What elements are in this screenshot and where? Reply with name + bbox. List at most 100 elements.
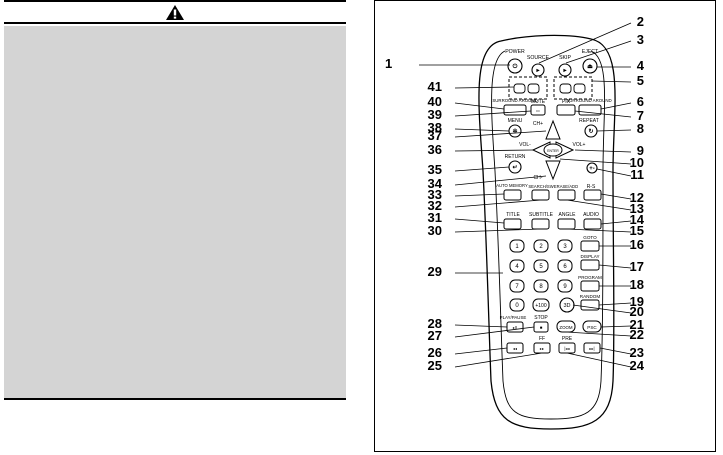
digit-label-4: 4 xyxy=(515,264,519,270)
search-sw-button[interactable] xyxy=(531,189,550,201)
psc-button[interactable] xyxy=(582,320,602,333)
remote-body xyxy=(478,34,616,430)
callout-number-25: 25 xyxy=(428,358,442,373)
digit-button-8[interactable] xyxy=(533,279,549,293)
psc-label: PSC xyxy=(587,325,597,330)
return-button-glyph: ↵ xyxy=(512,165,517,171)
callout-line-38 xyxy=(454,128,510,132)
mute-button[interactable] xyxy=(530,104,546,116)
mode-button-3[interactable] xyxy=(559,83,572,94)
callout-line-13 xyxy=(566,199,632,211)
erase-add-button[interactable] xyxy=(557,189,576,201)
callout-line-8 xyxy=(596,129,632,132)
plus-minus-button[interactable] xyxy=(586,162,598,174)
digit-label-5: 5 xyxy=(539,264,543,270)
mode-button-4[interactable] xyxy=(573,83,586,94)
auto-memory-label: AUTO MEMORY xyxy=(496,183,528,188)
mute-label: MUTE xyxy=(531,99,546,105)
repeat-label: REPEAT xyxy=(579,118,599,124)
audio-button[interactable] xyxy=(583,218,602,230)
callout-number-35: 35 xyxy=(428,162,442,177)
digit-button-5[interactable] xyxy=(533,259,549,273)
digit-button-4[interactable] xyxy=(509,259,525,273)
power-button[interactable] xyxy=(507,58,523,74)
menu-label: MENU xyxy=(508,118,523,124)
eject-button[interactable] xyxy=(582,58,598,74)
mode-button-2[interactable] xyxy=(527,83,540,94)
callout-line-37 xyxy=(454,130,547,138)
rs-label: R-S xyxy=(587,184,596,190)
title-button[interactable] xyxy=(503,218,522,230)
callout-number-41: 41 xyxy=(428,79,442,94)
digit-button-3[interactable] xyxy=(557,239,573,253)
callout-number-23: 23 xyxy=(630,345,644,360)
digit-label-2: 2 xyxy=(539,244,543,250)
display-label: DISPLAY xyxy=(580,254,599,259)
digit-button-6[interactable] xyxy=(557,259,573,273)
program-button[interactable] xyxy=(580,280,600,292)
play-pause-button-text: ▸Ⅱ xyxy=(513,325,517,330)
mode-button-1[interactable] xyxy=(513,83,526,94)
display-button[interactable] xyxy=(580,259,600,271)
goto-button[interactable] xyxy=(580,240,600,252)
digit-label-9: 9 xyxy=(563,284,567,290)
callout-line-33 xyxy=(454,193,505,197)
erase-add-label: ERASE/ADD xyxy=(554,184,578,189)
pix-button[interactable] xyxy=(556,104,576,116)
rewind-button-text: ◂◂ xyxy=(513,346,517,351)
callout-number-33: 33 xyxy=(428,187,442,202)
angle-button[interactable] xyxy=(557,218,576,230)
subtitle-button[interactable] xyxy=(531,218,550,230)
callout-line-32 xyxy=(454,199,542,208)
stop-button-text: ■ xyxy=(540,325,543,330)
enter-button[interactable] xyxy=(543,143,563,157)
return-label: RETURN xyxy=(505,154,526,160)
digit-button-0[interactable] xyxy=(509,298,525,312)
skip-button-glyph: ▸ xyxy=(562,68,567,74)
ff-button-text: ▸▸ xyxy=(540,346,544,351)
callout-line-35 xyxy=(454,166,510,172)
callout-number-40: 40 xyxy=(428,94,442,109)
callout-number-30: 30 xyxy=(428,223,442,238)
power-button-glyph: ⏻ xyxy=(513,63,518,70)
warning-triangle-icon xyxy=(166,5,184,20)
repeat-button-glyph: ↻ xyxy=(588,128,593,135)
callout-line-6 xyxy=(600,102,632,110)
plus100-label: +100 xyxy=(535,303,546,309)
callout-number-17: 17 xyxy=(630,259,644,274)
callout-number-26: 26 xyxy=(428,345,442,360)
surround-button-left[interactable] xyxy=(503,104,527,116)
callout-line-22 xyxy=(565,331,632,337)
plus100-button[interactable] xyxy=(532,298,550,312)
title-label: TITLE xyxy=(506,212,520,218)
skip-button[interactable] xyxy=(558,63,572,77)
callout-line-31 xyxy=(454,218,505,224)
source-button[interactable] xyxy=(531,63,545,77)
ch-down-button[interactable] xyxy=(545,160,561,181)
callout-number-36: 36 xyxy=(428,142,442,157)
callout-line-25 xyxy=(454,352,543,368)
digit-button-9[interactable] xyxy=(557,279,573,293)
rs-button[interactable] xyxy=(583,189,602,201)
pre-button-text: |◂◂ xyxy=(564,346,569,351)
3d-label: 3D xyxy=(563,303,570,309)
digit-button-1[interactable] xyxy=(509,239,525,253)
search-sw-label: SEARCH/SW xyxy=(528,184,553,189)
digit-button-7[interactable] xyxy=(509,279,525,293)
callout-line-17 xyxy=(598,264,632,269)
audio-label: AUDIO xyxy=(583,212,599,218)
callout-line-10 xyxy=(559,158,632,165)
digit-button-2[interactable] xyxy=(533,239,549,253)
callout-number-20: 20 xyxy=(630,304,644,319)
callout-number-34: 34 xyxy=(428,176,443,191)
callout-number-31: 31 xyxy=(428,210,442,225)
callout-number-9: 9 xyxy=(637,143,644,158)
surround-label-right: SURROUND AROUND xyxy=(566,98,611,103)
callout-line-34 xyxy=(454,175,547,186)
ch-up-button[interactable] xyxy=(545,119,561,140)
auto-memory-button[interactable] xyxy=(503,189,522,201)
warning-header xyxy=(4,0,346,24)
surround-button-right[interactable] xyxy=(578,104,602,116)
random-label: RANDOM xyxy=(580,294,601,299)
